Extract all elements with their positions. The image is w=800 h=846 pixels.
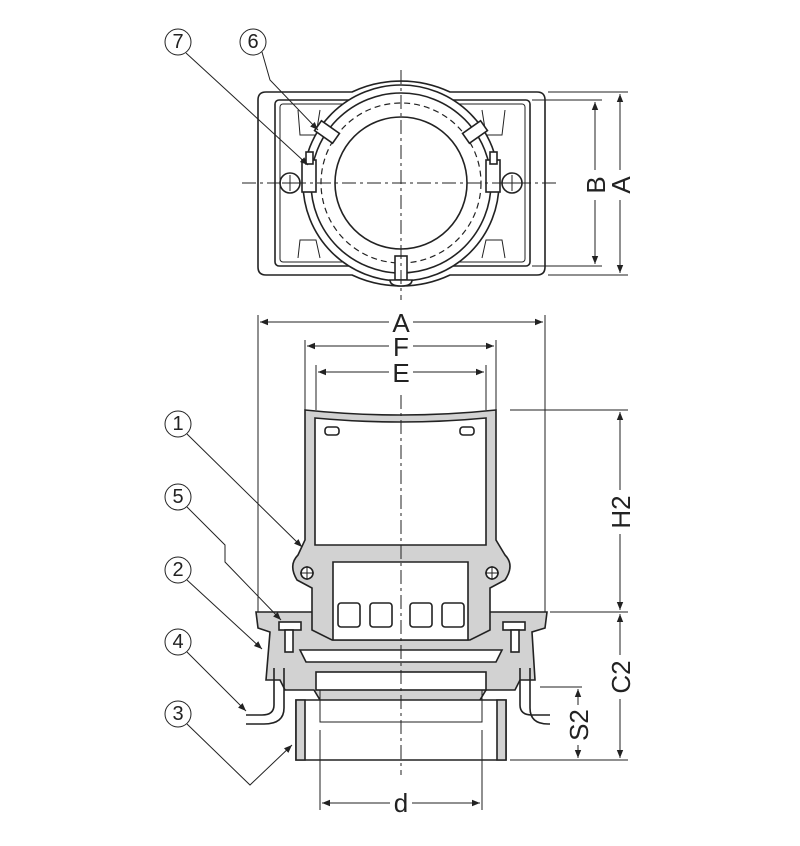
section-extension-lines (257, 315, 546, 612)
d-extension-lines (319, 730, 483, 810)
dim-s2-label: S2 (564, 709, 594, 741)
plan-extension-lines (532, 91, 628, 276)
section-view: A F E (246, 308, 636, 818)
callout-1: 1 (164, 410, 303, 548)
clamp-top-right (461, 119, 489, 145)
callout-7-label: 7 (172, 31, 183, 53)
plan-outer-frame (257, 80, 546, 287)
plan-dim-b-label: B (581, 176, 611, 193)
callout-6-label: 6 (247, 31, 258, 53)
callout-3-label: 3 (172, 703, 183, 725)
tube-screws (300, 426, 499, 580)
bolt-right (485, 151, 523, 194)
dim-h2-label: H2 (606, 495, 636, 528)
callout-4: 4 (164, 628, 247, 712)
callout-1-label: 1 (172, 413, 183, 435)
socket-pipe-walls (295, 699, 507, 761)
plan-dim-a-label: A (606, 176, 636, 194)
plan-view: A B (242, 70, 636, 300)
callout-5: 5 (164, 483, 282, 621)
recess-bl (297, 239, 321, 259)
callout-4-label: 4 (172, 631, 183, 653)
recess-br (481, 239, 506, 259)
callout-7: 7 (164, 28, 309, 166)
dim-c2-label: C2 (606, 660, 636, 693)
bolt-left (279, 151, 317, 194)
anchor-right-2 (529, 668, 550, 725)
dim-d-label: d (394, 788, 408, 818)
right-extension-lines (510, 409, 628, 761)
recess-tr (481, 109, 506, 136)
anchor-left-2 (246, 668, 285, 725)
dim-e-label: E (392, 358, 409, 388)
fix-bolts (278, 621, 526, 653)
callout-2: 2 (164, 556, 263, 650)
dim-f-label: F (393, 332, 409, 362)
dim-a-label: A (392, 308, 410, 338)
callout-2-label: 2 (172, 559, 183, 581)
anchor-left (246, 668, 275, 716)
callout-6: 6 (239, 28, 319, 131)
callout-3: 3 (164, 700, 293, 786)
strainer-slots (337, 602, 465, 628)
callout-5-label: 5 (172, 486, 183, 508)
recess-tl (297, 109, 321, 136)
